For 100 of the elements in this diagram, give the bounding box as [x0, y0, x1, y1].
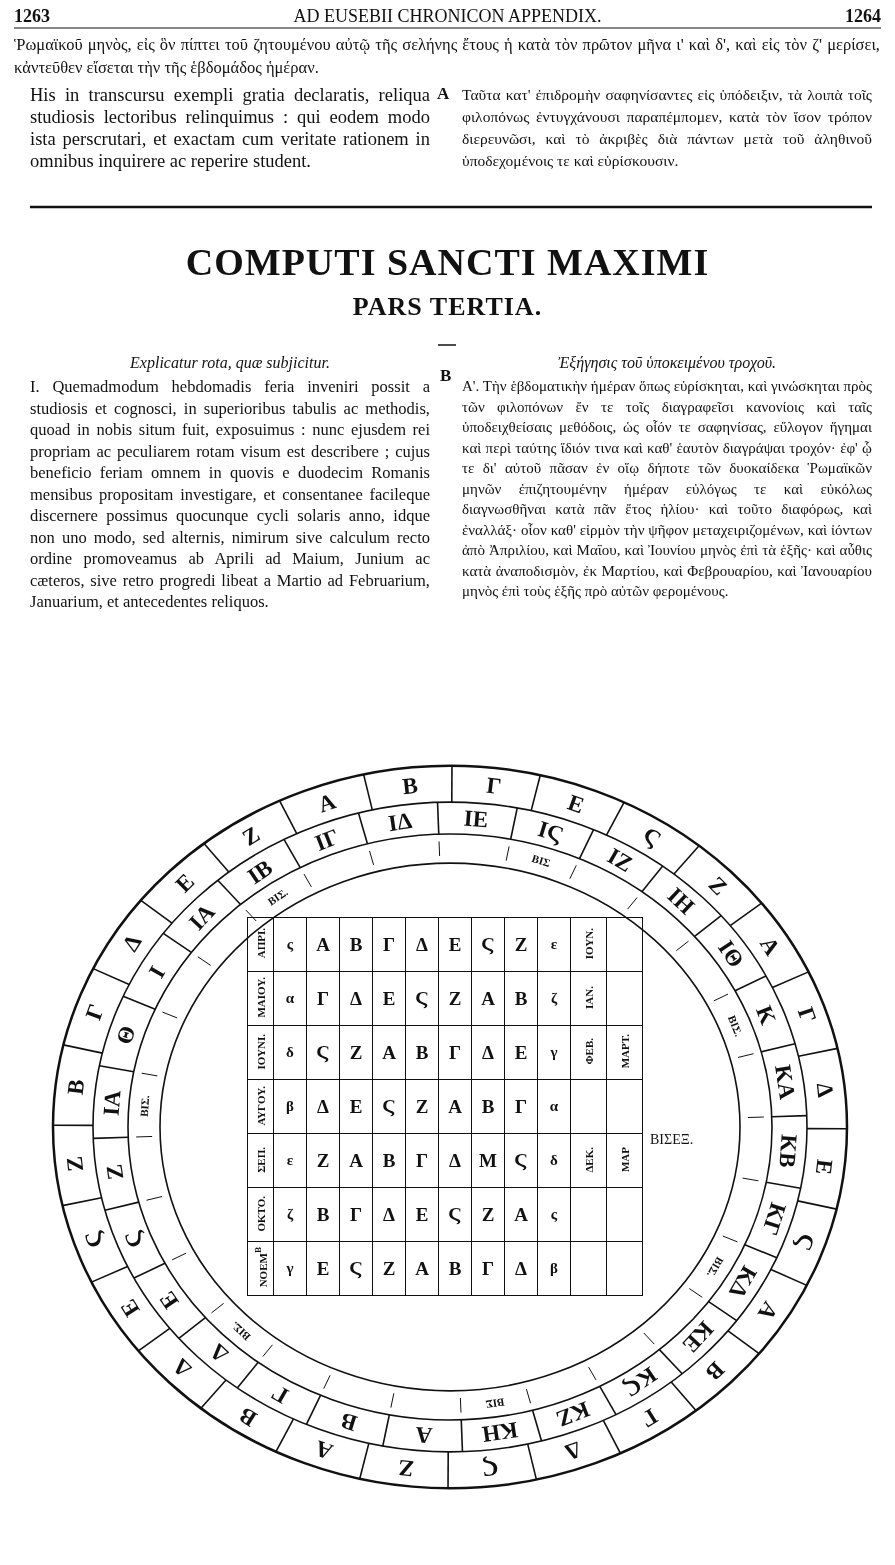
section-heading: Explicatur rota, quæ subjicitur. — [129, 354, 331, 372]
table-cell: ζ — [273, 1187, 307, 1242]
ring-numeral: Ζ — [102, 1162, 128, 1182]
table-cell: Γ — [339, 1187, 373, 1242]
paragraph: Ῥωμαϊκοῦ μηνὸς, εἰς ὃν πίπτει τοῦ ζητουμένου αὐτῷ τῆς σελήνης ἔτους ἡ κατὰ τὸν πρῶτον μῆνα ι' καὶ δ', καὶ εἰς τὸν ζ' μερίσει, κἀντεῦθεν εἴσεται τὴν τῆς ἑβδομάδος ἡμέραν. — [14, 34, 880, 79]
month-cell: ΙΑΝ. — [570, 971, 607, 1026]
ring-letter: Α — [756, 932, 785, 959]
table-cell: ε — [537, 917, 571, 972]
ring-numeral: ΚΕ — [678, 1317, 718, 1358]
title: COMPUTI SANCTI MAXIMI — [184, 240, 711, 284]
ring-numeral: ΙϚ — [535, 817, 567, 848]
table-cell: Ϛ — [339, 1241, 373, 1296]
table-cell: Ζ — [471, 1187, 505, 1242]
ring-letter: Ζ — [238, 821, 264, 850]
table-cell: Δ — [504, 1241, 538, 1296]
ring-letter: Ζ — [396, 1455, 415, 1480]
table-cell: Ζ — [306, 1133, 340, 1188]
table-cell: Δ — [339, 971, 373, 1026]
ring-numeral: ΚΑ — [771, 1063, 800, 1101]
table-cell: Ε — [405, 1187, 439, 1242]
table-cell: Γ — [504, 1079, 538, 1134]
ring-numeral: ΙΒ — [243, 855, 277, 888]
ring-letter: Γ — [485, 774, 503, 799]
paragraph: I. Quemadmodum hebdomadis feria inveniri possit a studiosis et cognosci, in superioribus tabulis ac methodis, quoad in nobis situm fuit, exposuimus : nunc ejusdem rei propriam ac peculiarem rotam visum est describere ; cujus beneficio feriam omnem in quovis e duodecim Romanis mensibus propositam investigare, et consentanee facileque discernere possimus quocunque cycli solaris anno, idque non uno modo, sed alternis, nimirum sive calculum recto ordine promoveamus ab Aprili ad Maium, Junium ac cæteros, sive retro progredi libeat a Martio ad Februarium, Januarium, et antecedentes reliquos. — [30, 376, 430, 613]
ring-letter: Γ — [81, 1001, 109, 1023]
table-cell: Α — [372, 1025, 406, 1080]
table-cell: ε — [273, 1133, 307, 1188]
ring-numeral: Ε — [155, 1287, 184, 1313]
month-cell: ΙΟΥΝ. — [570, 917, 607, 972]
table-cell: Ε — [339, 1079, 373, 1134]
ring-numeral: ΚϚ — [619, 1363, 662, 1402]
table-cell: α — [273, 971, 307, 1026]
ring-letter: Ε — [171, 869, 199, 897]
ring-numeral: ΙΑ — [99, 1089, 125, 1117]
ring-numeral: ΙΔ — [387, 808, 414, 835]
ring-letter: Α — [315, 789, 339, 817]
table-cell: Β — [372, 1133, 406, 1188]
ring-numeral: Γ — [267, 1380, 292, 1408]
margin-letter: B — [440, 366, 452, 386]
ring-numeral: ΙΕ — [463, 807, 490, 832]
ring-numeral: ΚΗ — [480, 1418, 520, 1447]
side-label: ΒΙΣΕΞ. — [650, 1132, 694, 1148]
table-cell: Β — [504, 971, 538, 1026]
ring-letter: Β — [400, 773, 419, 799]
ring-numeral: Θ — [112, 1023, 140, 1048]
ring-numeral: ΙΘ — [713, 936, 748, 972]
table-cell: Ζ — [504, 917, 538, 972]
table-cell: γ — [273, 1241, 307, 1296]
table-cell: β — [273, 1079, 307, 1134]
table-cell: Ε — [438, 917, 472, 972]
running-header: AD EUSEBII CHRONICON APPENDIX. — [292, 6, 603, 27]
table-cell: Δ — [471, 1025, 505, 1080]
ring-numeral: Κ — [751, 1002, 780, 1028]
table-cell: Δ — [306, 1079, 340, 1134]
ring-letter: Δ — [118, 930, 146, 956]
table-cell: Ζ — [405, 1079, 439, 1134]
month-cell: ΑΠΡΙ. — [247, 917, 274, 972]
ring-letter: Α — [312, 1436, 336, 1464]
ring-letter: Γ — [793, 1004, 820, 1026]
table-cell: Ϛ — [372, 1079, 406, 1134]
ring-letter: Ϛ — [79, 1227, 108, 1251]
table-cell: Α — [339, 1133, 373, 1188]
table-cell: Ϛ — [306, 1025, 340, 1080]
table-cell: Α — [504, 1187, 538, 1242]
ring-letter: Ε — [116, 1295, 144, 1321]
table-cell: Γ — [405, 1133, 439, 1188]
table-cell: Β — [306, 1187, 340, 1242]
ring-letter: Β — [701, 1357, 729, 1385]
table-cell: δ — [537, 1133, 571, 1188]
table-cell: α — [537, 1079, 571, 1134]
table-cell: Ζ — [372, 1241, 406, 1296]
month-cell: ΑΥΓΟΥ. — [247, 1079, 274, 1134]
month-cell: ΜΑΡΤ. — [606, 1025, 643, 1080]
table-cell: Α — [438, 1079, 472, 1134]
ring-numeral: ΙΓ — [311, 824, 343, 855]
leap-year-mark: ΒΙΣ — [530, 853, 552, 870]
table-cell: Α — [405, 1241, 439, 1296]
month-cell: ΙΟΥΝΙ. — [247, 1025, 274, 1080]
margin-letter: A — [437, 84, 450, 104]
ring-letter: Δ — [562, 1438, 584, 1465]
table-cell: Μ — [471, 1133, 505, 1188]
table-cell: Β — [438, 1241, 472, 1296]
ring-letter: Β — [235, 1402, 261, 1431]
leap-year-mark: ΒΙΣ — [484, 1395, 505, 1410]
table-cell: δ — [273, 1025, 307, 1080]
paragraph: His in transcursu exempli gratia declaratis, reliqua studiosis lectoribus relinquimus : qui eodem modo ista perscrutari, et exactam cum veritate rationem in omnibus inquirere ac reperire student. — [30, 84, 430, 172]
table-cell: ς — [537, 1187, 571, 1242]
ring-numeral: Β — [338, 1408, 361, 1435]
table-cell: β — [537, 1241, 571, 1296]
ring-numeral: ΙΗ — [663, 883, 699, 919]
table-cell: ζ — [537, 971, 571, 1026]
table-cell: Β — [405, 1025, 439, 1080]
paragraph: Α'. Τὴν ἑβδοματικὴν ἡμέραν ὅπως εὑρίσκηται, καὶ γινώσκηται πρὸς τῶν φιλοπόνων ἔν τε τοῖς διαγραφεῖσι κανονίοις καὶ ταῖς ὑποδειχθείσαις μεθόδοις, ὡς οἷόν τε σαφηνίσας, εὔλογον ἥγημαι καὶ περὶ ταύτης ἴδιόν τινα καὶ καθ' ἑαυτὸν διαγράψαι τροχόν· ἐφ' ᾧ τε δι' αὐτοῦ πᾶσαν ἐν οἵῳ δήποτε τῶν δυοκαίδεκα Ῥωμαϊκῶν μηνῶν ἐπιζητουμένην ἡμέραν εὐλόγως τε καὶ εὐκόλως διαγνωσθῆναι κατὰ πᾶν ἔτος ἡλίου· καὶ τοῦτο διαφόρως, καὶ ἐναλλάξ· οἷον καθ' εἱρμὸν τὴν ψῆφον μεταχειριζομένων, καὶ ἰόντων ἀπὸ Ἀπριλίου, καὶ Μαΐου, καὶ Ἰουνίου μηνὸς ἐπὶ τὰ ἑξῆς· καὶ αὖθις κατὰ ἀναποδισμὸν, ἐκ Μαρτίου, καὶ Φεβρουαρίου, καὶ Ἰανουαρίου μηνὸς ἐπὶ τοὺς ἑξῆς πρὸ αὐτῶν φερομένους. — [462, 377, 872, 601]
ring-numeral: ΚΒ — [775, 1133, 801, 1169]
table-cell: Ϛ — [405, 971, 439, 1026]
page-number: 1263 — [14, 6, 50, 27]
paragraph: Ταῦτα κατ' ἐπιδρομὴν σαφηνίσαντες εἰς ὑπόδειξιν, τὰ λοιπὰ τοῖς φιλοπόνως ἐντυγχάνουσι παραπέμπομεν, κατὰ τὸν ἴσον τρόπον διερευνῶσι, καὶ τὸ ἀκριβὲς διὰ πάντων μετὰ τοῦ ἀληθινοῦ ὑποδεχομένοις τε καὶ εὑρίσκουσιν. — [462, 85, 872, 171]
ring-numeral: ΚΓ — [757, 1199, 790, 1238]
table-cell: Ε — [504, 1025, 538, 1080]
ring-letter: Ζ — [704, 872, 732, 900]
